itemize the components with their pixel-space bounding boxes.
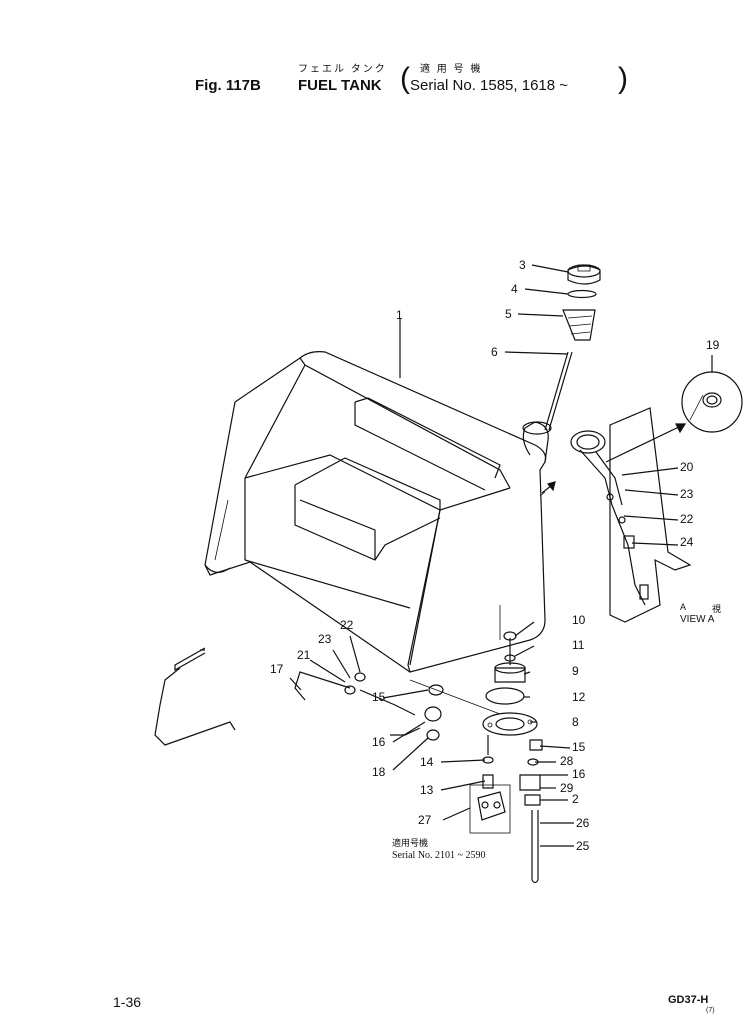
view-a-jp: 視 <box>712 604 722 614</box>
model-code: GD37-H <box>668 994 709 1006</box>
fuel-tank-body <box>204 351 552 673</box>
callout-23a: 23 <box>318 632 332 646</box>
callout-9: 9 <box>572 664 579 678</box>
callout-4: 4 <box>511 282 518 296</box>
filler-cap-group <box>544 264 601 431</box>
serial-close-paren: ) <box>618 62 628 95</box>
callout-10: 10 <box>572 613 586 627</box>
view-a-detail <box>539 355 743 623</box>
callout-8: 8 <box>572 715 579 729</box>
serial-open-paren: ( <box>400 62 410 95</box>
callout-22b: 22 <box>680 512 694 526</box>
callout-18: 18 <box>372 765 386 779</box>
view-a-letter: A <box>680 602 687 612</box>
title-jp-left: フェエル タンク <box>298 64 387 75</box>
page-title: FUEL TANK <box>298 77 382 94</box>
serial-note-text: Serial No. 2101 ~ 2590 <box>392 850 486 861</box>
callout-16a: 16 <box>372 735 386 749</box>
callout-12: 12 <box>572 690 586 704</box>
fig-label: Fig. 117B <box>195 77 261 94</box>
callout-26: 26 <box>576 816 590 830</box>
fuel-pipes <box>154 647 444 746</box>
leader-lines-top <box>399 264 569 378</box>
callout-17: 17 <box>270 662 284 676</box>
callout-11: 11 <box>572 638 585 652</box>
callout-29: 29 <box>560 781 574 795</box>
callout-23b: 23 <box>680 487 694 501</box>
callout-6: 6 <box>491 345 498 359</box>
callout-15a: 15 <box>372 690 386 704</box>
callout-22a: 22 <box>340 618 354 632</box>
serial-range: Serial No. 1585, 1618 ~ <box>410 77 569 94</box>
view-a-label: VIEW A <box>680 614 715 625</box>
callout-5: 5 <box>505 307 512 321</box>
callout-3: 3 <box>519 258 526 272</box>
callout-21: 21 <box>297 648 311 662</box>
lower-fittings <box>409 631 543 884</box>
revision-mark: (7) <box>706 1007 715 1014</box>
page-number: 1-36 <box>113 994 142 1010</box>
callout-1: 1 <box>396 308 403 322</box>
callout-2: 2 <box>572 792 579 806</box>
callout-19: 19 <box>706 338 720 352</box>
callout-27: 27 <box>418 813 432 827</box>
callout-20: 20 <box>680 460 694 474</box>
callout-16b: 16 <box>572 767 586 781</box>
serial-note-jp: 適用号機 <box>392 838 429 848</box>
callout-25: 25 <box>576 839 590 853</box>
callout-24: 24 <box>680 535 694 549</box>
title-jp-right: 適 用 号 機 <box>420 64 483 75</box>
callout-14: 14 <box>420 755 434 769</box>
callout-28: 28 <box>560 754 574 768</box>
leader-lines-bottom <box>289 621 574 847</box>
callout-15b: 15 <box>572 740 586 754</box>
callout-13: 13 <box>420 783 434 797</box>
